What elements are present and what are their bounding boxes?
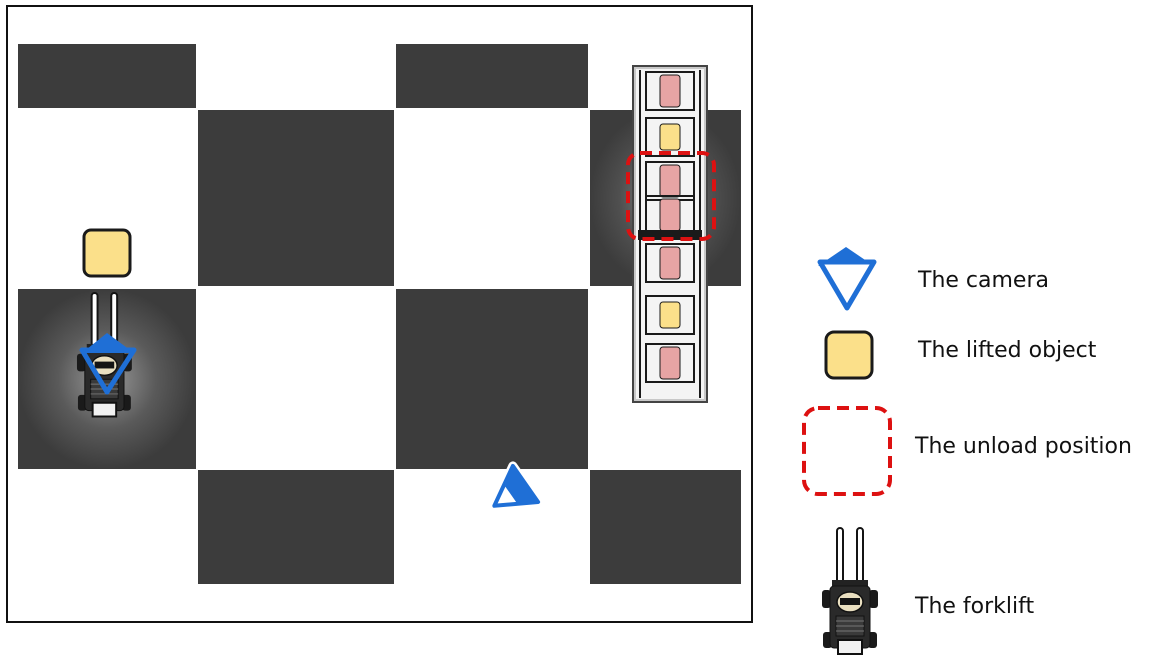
forklift-icon: [822, 528, 878, 654]
legend-label-forklift: The forklift: [915, 594, 1034, 619]
lifted-object-icon: [826, 332, 872, 378]
camera-triangle-icon: [818, 247, 874, 308]
legend-label-unload-position: The unload position: [915, 434, 1132, 459]
unload-position-icon: [804, 408, 890, 494]
lifted-object-marker: [84, 230, 130, 276]
legend-label-camera: The camera: [918, 268, 1049, 293]
legend-label-lifted-object: The lifted object: [918, 338, 1096, 363]
storage-rack: [633, 66, 707, 402]
